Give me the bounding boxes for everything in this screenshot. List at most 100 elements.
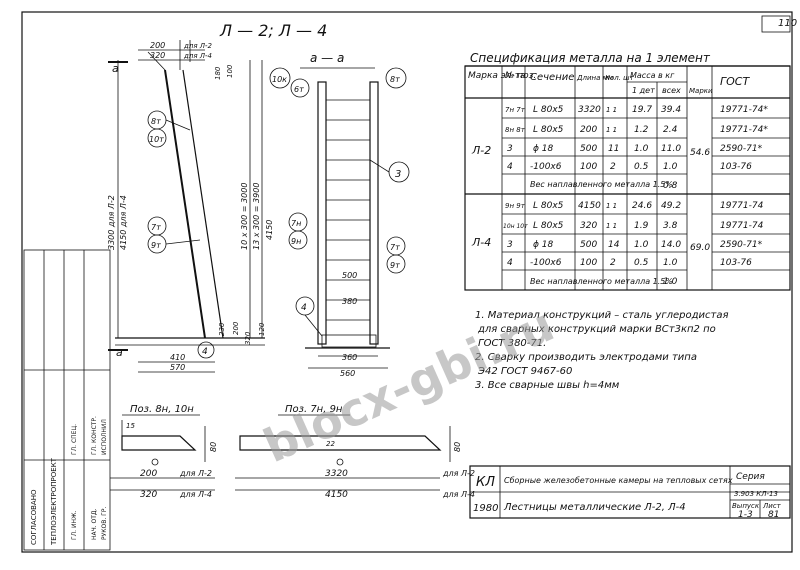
row3-pos: 4 — [507, 162, 513, 172]
stamp-year: 1980 — [473, 503, 498, 514]
hdr-gost: ГОСТ — [720, 75, 750, 88]
dim-steps-l4: 13 x 300 = 3900 — [252, 183, 261, 250]
row1-gost: 19771-74* — [720, 125, 768, 135]
hdr-mass: Масса в кг — [630, 71, 675, 80]
row6-all: 14.0 — [661, 240, 681, 250]
weld-l2: 0.8 — [663, 181, 678, 191]
row3-all: 1.0 — [663, 162, 678, 172]
row1-len: 200 — [580, 125, 597, 135]
weld-note-l2: Вес наплавленного металла 1.5% — [530, 180, 673, 189]
hdr-section: Сечение — [530, 72, 574, 83]
detail2-80: 80 — [453, 442, 462, 452]
detail2-for-l4: для Л-4 — [442, 490, 475, 499]
callout-7n: 7н — [291, 219, 301, 228]
row5-sec: L 80x5 — [533, 221, 564, 231]
dim-230: 230 — [218, 322, 226, 336]
row0-one: 19.7 — [632, 105, 652, 115]
detail1-320: 320 — [140, 490, 157, 500]
row6-pos: 3 — [507, 240, 513, 250]
hdr-all: всех — [662, 86, 681, 95]
row1-one: 1.2 — [634, 125, 649, 135]
title-block: КЛ 1980 Сборные железобетонные камеры на… — [469, 465, 791, 520]
row6-sec: ϕ 18 — [533, 240, 554, 250]
page-number-box — [761, 15, 791, 33]
row4-qty: 1 1 — [606, 202, 617, 210]
callout-10k: 10к — [272, 75, 287, 84]
row4-mark: Л-4 — [471, 236, 491, 249]
row1-sec: L 80x5 — [533, 125, 564, 135]
row5-all: 3.8 — [663, 221, 678, 231]
row0-gost: 19771-74* — [720, 105, 768, 115]
strip-line-3: ГЛ. СПЕЦ. — [71, 424, 78, 455]
sheet-frame — [21, 11, 793, 553]
note-line-4: Э42 ГОСТ 9467-60 — [477, 366, 572, 377]
total-l2: 54.6 — [690, 148, 710, 158]
dim-4150: 4150 для Л-4 — [119, 195, 128, 250]
row7-one: 0.5 — [634, 258, 649, 268]
callout-4-left: 4 — [202, 347, 208, 357]
hdr-pos: № поз. — [504, 71, 536, 81]
row4-one: 24.6 — [632, 201, 652, 211]
section-mark-bottom: а — [116, 346, 123, 359]
section-mark-top: а — [112, 62, 119, 75]
row7-pos: 4 — [507, 258, 513, 268]
dim-180: 180 — [214, 66, 222, 80]
row0-sec: L 80x5 — [533, 105, 564, 115]
callout-9t-right: 9т — [390, 261, 400, 270]
stamp-letter: КЛ — [476, 475, 495, 490]
dim-3300: 3300 для Л-2 — [107, 195, 116, 250]
row2-all: 11.0 — [661, 144, 681, 154]
row1-qty: 1 1 — [606, 126, 617, 134]
row6-gost: 2590-71* — [720, 240, 763, 250]
dim-200-right: 200 — [232, 321, 240, 335]
hdr-length: Длина мм — [576, 74, 614, 82]
strip-line-4: НАЧ. ОТД. — [91, 508, 98, 540]
row6-one: 1.0 — [634, 240, 649, 250]
row2-sec: ϕ 18 — [533, 144, 554, 154]
list-value: 81 — [768, 510, 779, 520]
series-label: Серия — [736, 472, 765, 482]
note-line-0: 1. Материал конструкций – сталь углероди… — [475, 310, 728, 321]
dim-360: 360 — [342, 353, 357, 362]
strip-line-5: ГЛ. КОНСТР. — [91, 416, 98, 455]
spec-table: Спецификация металла на 1 элемент Марка … — [464, 51, 791, 291]
row4-gost: 19771-74 — [720, 201, 764, 211]
issue-label: Выпуск — [732, 502, 760, 510]
title-main: Сборные железобетонные камеры на тепловы… — [504, 476, 733, 485]
row5-pos: 10н 10т — [503, 223, 528, 230]
notes-block: 1. Материал конструкций – сталь углероди… — [475, 310, 728, 391]
row1-pos: 8н 8т — [505, 126, 526, 134]
callout-10t: 10т — [149, 135, 164, 144]
detail1-200: 200 — [140, 469, 157, 479]
dim-for-l4: для Л-4 — [183, 52, 212, 60]
section-title: а — а — [310, 51, 344, 65]
weld-l4: 1.0 — [663, 277, 678, 287]
row3-sec: -100x6 — [530, 162, 562, 172]
row7-len: 100 — [580, 258, 597, 268]
row3-qty: 2 — [610, 162, 616, 172]
row3-len: 100 — [580, 162, 597, 172]
detail2-22: 22 — [326, 440, 335, 448]
detail1-title: Поз. 8н, 10н — [130, 404, 194, 415]
row0-len: 3320 — [578, 105, 601, 115]
callout-6t: 6т — [294, 85, 304, 94]
row0-pos: 7н 7т — [505, 106, 526, 114]
row7-sec: -100x6 — [530, 258, 562, 268]
detail-poz-8-10: Поз. 8н, 10н 15 80 200 для Л-2 320 для Л… — [110, 404, 218, 500]
row0-all: 39.4 — [661, 105, 681, 115]
weld-note-l4: Вес наплавленного металла 1.5% — [530, 277, 673, 286]
row3-one: 0.5 — [634, 162, 649, 172]
row6-len: 500 — [580, 240, 597, 250]
dim-320-right: 320 — [244, 331, 252, 345]
row2-one: 1.0 — [634, 144, 649, 154]
detail2-4150: 4150 — [325, 490, 348, 500]
callout-8t: 8т — [151, 117, 161, 126]
callout-4-section: 4 — [301, 303, 307, 313]
detail1-15: 15 — [126, 422, 135, 430]
row1-all: 2.4 — [663, 125, 678, 135]
row5-gost: 19771-74 — [720, 221, 764, 231]
section-view: 500 380 360 560 10к 6т 8т 3 7н 9н 7т 9т … — [269, 67, 410, 378]
note-line-2: ГОСТ 380-71. — [478, 338, 546, 349]
row4-len: 4150 — [578, 201, 601, 211]
